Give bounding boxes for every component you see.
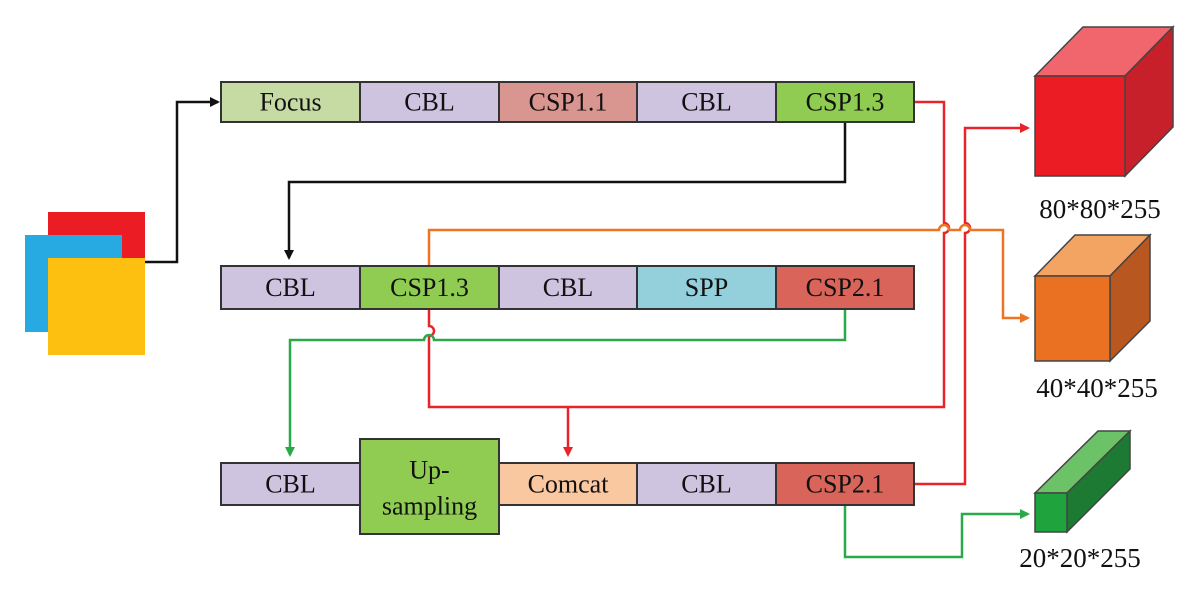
row3-cbl-label-2: CBL [681,470,732,499]
output-40-label: 40*40*255 [1036,373,1158,403]
input-image-stack [25,212,145,355]
output-80-label: 80*80*255 [1039,194,1161,224]
row1-cbl-label-1: CBL [404,88,455,117]
row3-csp21-block [775,462,915,506]
row3-csp21-label: CSP2.1 [806,470,885,499]
row2-csp13-block [359,265,500,310]
backbone-row-2: CBL CSP1.3 CBL SPP CSP2.1 [220,265,915,310]
row1-csp11-label: CSP1.1 [529,88,608,117]
backbone-row-3: CBL Up- sampling Comcat CBL CSP2.1 [220,438,915,535]
green-to-row3-cbl [285,310,847,457]
row3-red-to-80-output [914,123,1030,486]
output-cube-40 [1033,233,1152,363]
row3-comcat-block [498,462,638,506]
row3-comcat-label: Comcat [528,470,610,499]
row2-spp-label: SPP [685,273,728,302]
input-yellow-layer [48,258,145,355]
cube-80-front-face [1034,75,1126,177]
backbone-row-1: Focus CBL CSP1.1 CBL CSP1.3 [220,81,915,123]
row1-csp13-label: CSP1.3 [806,88,885,117]
row3-cbl-block-1 [220,462,361,506]
orange-to-40-output [427,223,1030,323]
cube-20-front-face [1034,492,1068,533]
output-cube-80 [1033,25,1175,178]
row2-cbl-label-2: CBL [543,273,594,302]
output-cube-20 [1033,429,1132,534]
row3-upsampling-label-line2: sampling [382,492,477,521]
row1-to-row2-arrow [284,122,847,260]
row2-csp13-label: CSP1.3 [390,273,469,302]
row3-cbl-block-2 [636,462,777,506]
row1-focus-label: Focus [259,88,321,117]
row3-upsampling-label-line1: Up- [409,456,449,485]
row1-red-to-80-output [427,100,951,409]
input-to-focus-arrow [145,97,220,264]
row2-csp21-label: CSP2.1 [806,273,885,302]
row2-cbl-block-2 [498,265,638,310]
row2-cbl-label-1: CBL [265,273,316,302]
row1-cbl-label-2: CBL [681,88,732,117]
row2-cbl-block-1 [220,265,361,310]
row2-csp21-block [775,265,915,310]
output-20-label: 20*20*255 [1019,543,1141,573]
green-to-20-output [843,505,1030,559]
cube-40-front-face [1034,275,1111,362]
row1-csp13-block [775,81,915,123]
row3-cbl-label-1: CBL [265,470,316,499]
connectors [145,97,1030,559]
